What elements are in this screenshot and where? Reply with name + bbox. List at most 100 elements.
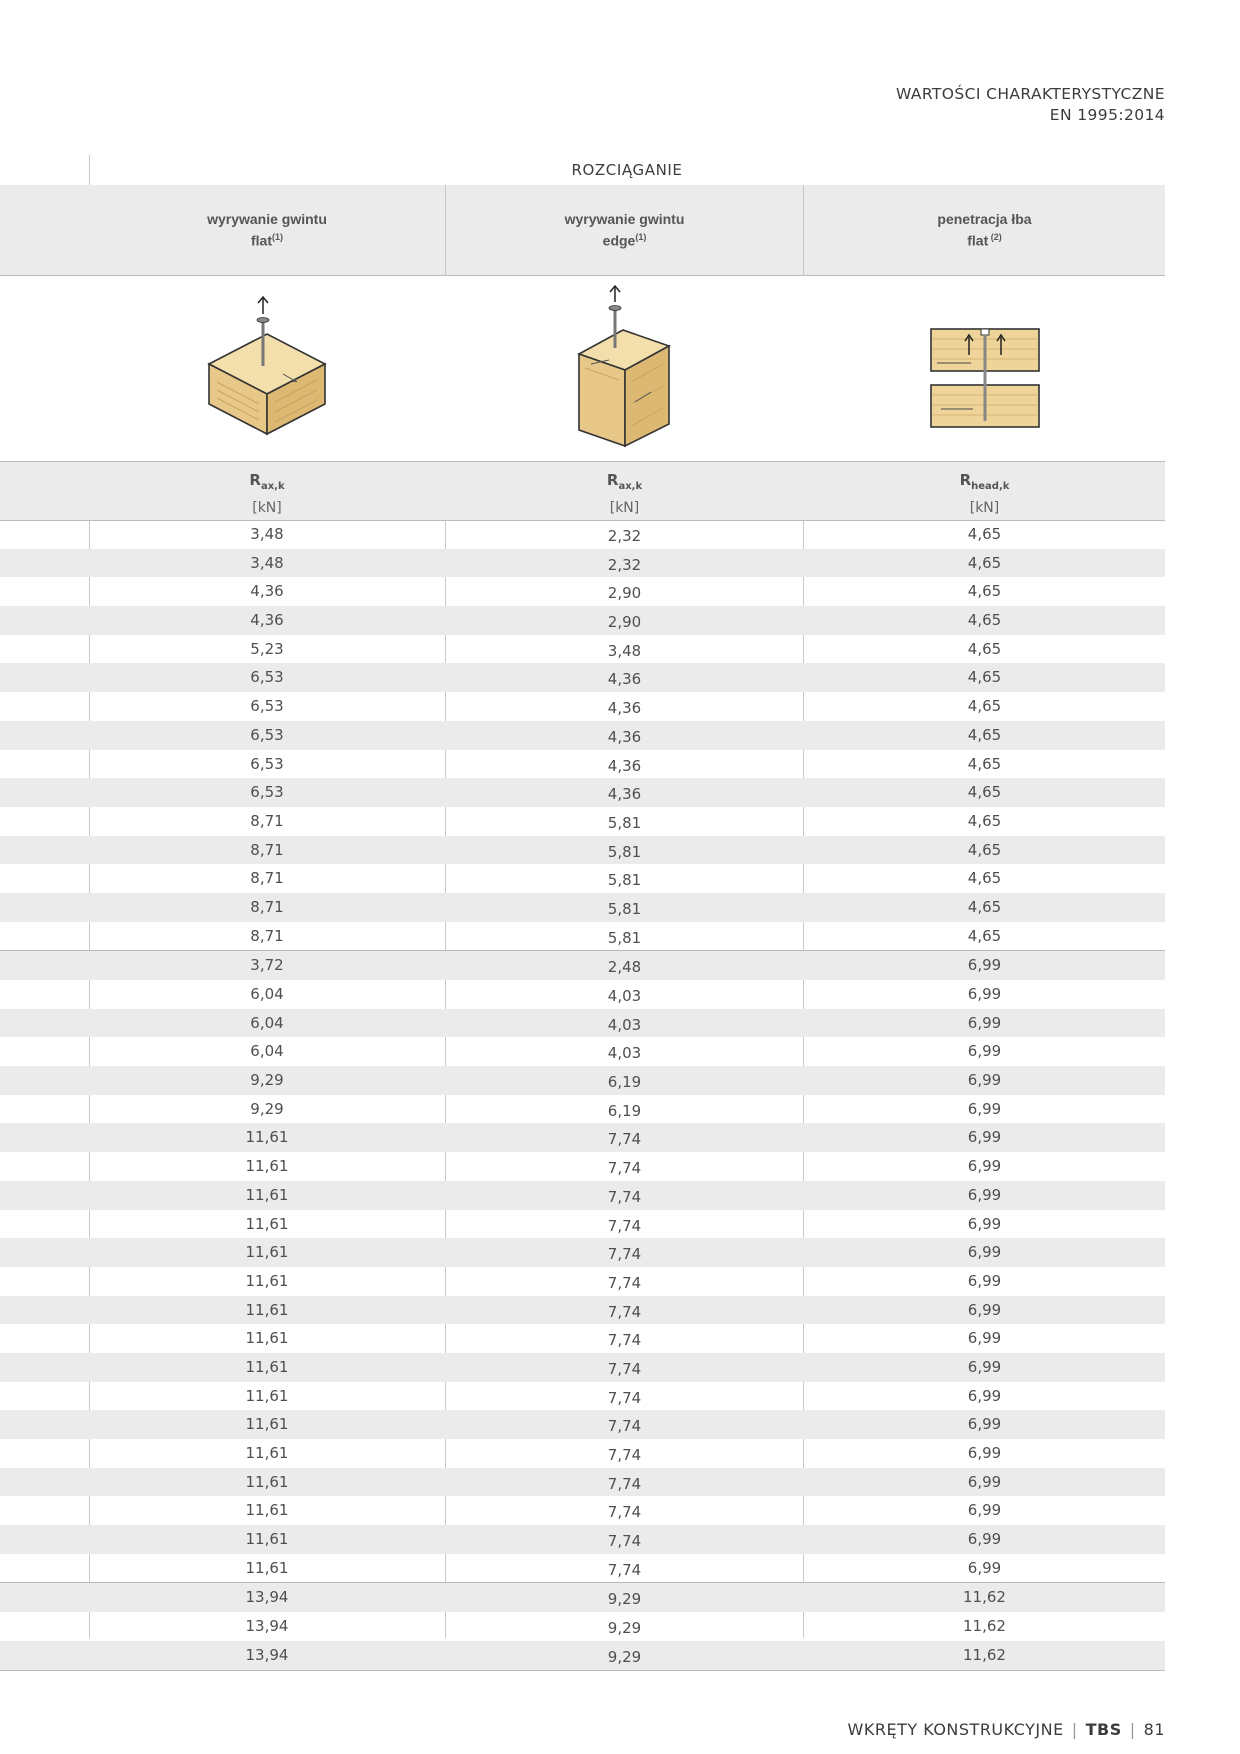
table-cell: 11,61 (245, 1386, 289, 1405)
table-cell: 6,04 (250, 985, 284, 1003)
table-cell: 4,03 (607, 1015, 642, 1034)
table-cell: 4,65 (967, 525, 1002, 543)
table-cell: 8,71 (250, 840, 284, 859)
table-cell: 6,99 (967, 1214, 1002, 1233)
table-cell: 5,81 (607, 871, 642, 890)
table-cell: 13,94 (245, 1617, 289, 1636)
table-cell: 11,61 (245, 1415, 289, 1434)
table-cell: 7,74 (607, 1273, 642, 1292)
table-cell: 4,65 (967, 840, 1002, 859)
column-label-text: edge (602, 232, 636, 249)
symbol-cell: Rhead,k [kN] (804, 462, 1165, 520)
table-cell: 4,65 (967, 926, 1002, 945)
unit-label: [kN] (609, 500, 640, 516)
table-cell: 8,71 (250, 811, 284, 830)
table-cell: 4,36 (607, 670, 642, 689)
table-cell: 6,19 (607, 1101, 642, 1120)
table-cell: 11,61 (245, 1558, 289, 1577)
table-cell: 6,99 (967, 1415, 1002, 1434)
table-cell: 6,99 (967, 1243, 1002, 1262)
table-cell: 2,90 (607, 584, 642, 603)
table-cell: 11,62 (963, 1645, 1006, 1664)
table-cell: 4,65 (967, 553, 1002, 572)
table-cell: 6,04 (250, 1013, 284, 1032)
table-cell: 5,81 (607, 899, 642, 918)
symbol-subscript: head,k (971, 481, 1010, 492)
table-cell: 11,62 (963, 1617, 1006, 1636)
footnote-marker: (1) (635, 232, 647, 243)
table-cell: 4,65 (967, 582, 1002, 601)
symbol-subscript: ax,k (260, 481, 285, 492)
table-cell: 11,61 (245, 1300, 289, 1319)
table-cell: 4,65 (967, 811, 1002, 830)
table-cell: 5,81 (607, 813, 642, 832)
group-header-tension: ROZCIĄGANIE (571, 161, 683, 179)
table-cell: 4,65 (967, 783, 1002, 802)
table-cell: 3,48 (250, 525, 284, 543)
table-cell: 7,74 (607, 1216, 642, 1235)
table-row: 11,61 7,74 6,99 (0, 1210, 1165, 1239)
table-row: 8,71 5,81 4,65 (0, 807, 1165, 836)
table-cell: 11,61 (245, 1444, 289, 1462)
table-cell: 4,65 (967, 697, 1002, 716)
table-cell: 6,99 (967, 1357, 1002, 1376)
table-cell: 4,36 (250, 582, 284, 601)
table-cell: 6,99 (967, 1157, 1002, 1176)
table-cell: 4,36 (607, 756, 642, 775)
table-cell: 7,74 (607, 1359, 642, 1378)
symbol-row: Rax,k [kN] Rax,k [kN] Rhead,k [kN] (0, 461, 1165, 521)
table-cell: 11,61 (245, 1185, 289, 1204)
column-labels-row: wyrywanie gwintu flat(1) wyrywanie gwint… (0, 185, 1165, 276)
table-cell: 11,61 (245, 1329, 289, 1348)
table-cell: 13,94 (245, 1588, 289, 1607)
table-cell: 7,74 (607, 1302, 642, 1321)
head-pull-through-icon (804, 276, 1165, 461)
table-cell: 11,61 (245, 1243, 289, 1262)
table-cell: 4,36 (607, 785, 642, 804)
table-cell: 2,32 (607, 527, 642, 545)
table-cell: 7,74 (607, 1560, 642, 1579)
table-cell: 13,94 (245, 1645, 289, 1664)
table-cell: 7,74 (607, 1474, 642, 1493)
symbol-cell: Rax,k [kN] (89, 462, 445, 520)
table-cell: 4,03 (607, 987, 642, 1005)
table-bottom-border (0, 1669, 1165, 1671)
table-cell: 4,03 (607, 1044, 642, 1063)
table-cell: 7,74 (607, 1446, 642, 1464)
table-cell: 6,99 (967, 1444, 1002, 1462)
table-row: 11,61 7,74 6,99 (0, 1439, 1165, 1468)
table-cell: 3,48 (250, 553, 284, 572)
footnote-marker: (1) (272, 232, 283, 243)
table-cell: 6,99 (967, 1558, 1002, 1577)
table-cell: 6,99 (967, 1271, 1002, 1290)
unit-label: [kN] (969, 500, 1000, 516)
table-cell: 6,53 (250, 668, 284, 687)
footer-section: WKRĘTY KONSTRUKCYJNE (847, 1720, 1064, 1739)
column-label-text: flat (967, 232, 989, 249)
table-row: 11,61 7,74 6,99 (0, 1554, 1165, 1583)
table-cell: 7,74 (607, 1331, 642, 1350)
table-cell: 11,61 (245, 1214, 289, 1233)
table-cell: 4,65 (967, 725, 1002, 744)
table-cell: 6,99 (967, 1071, 1002, 1090)
column-label-edge: wyrywanie gwintu edge(1) (446, 185, 803, 275)
table-cell: 6,53 (250, 697, 284, 716)
